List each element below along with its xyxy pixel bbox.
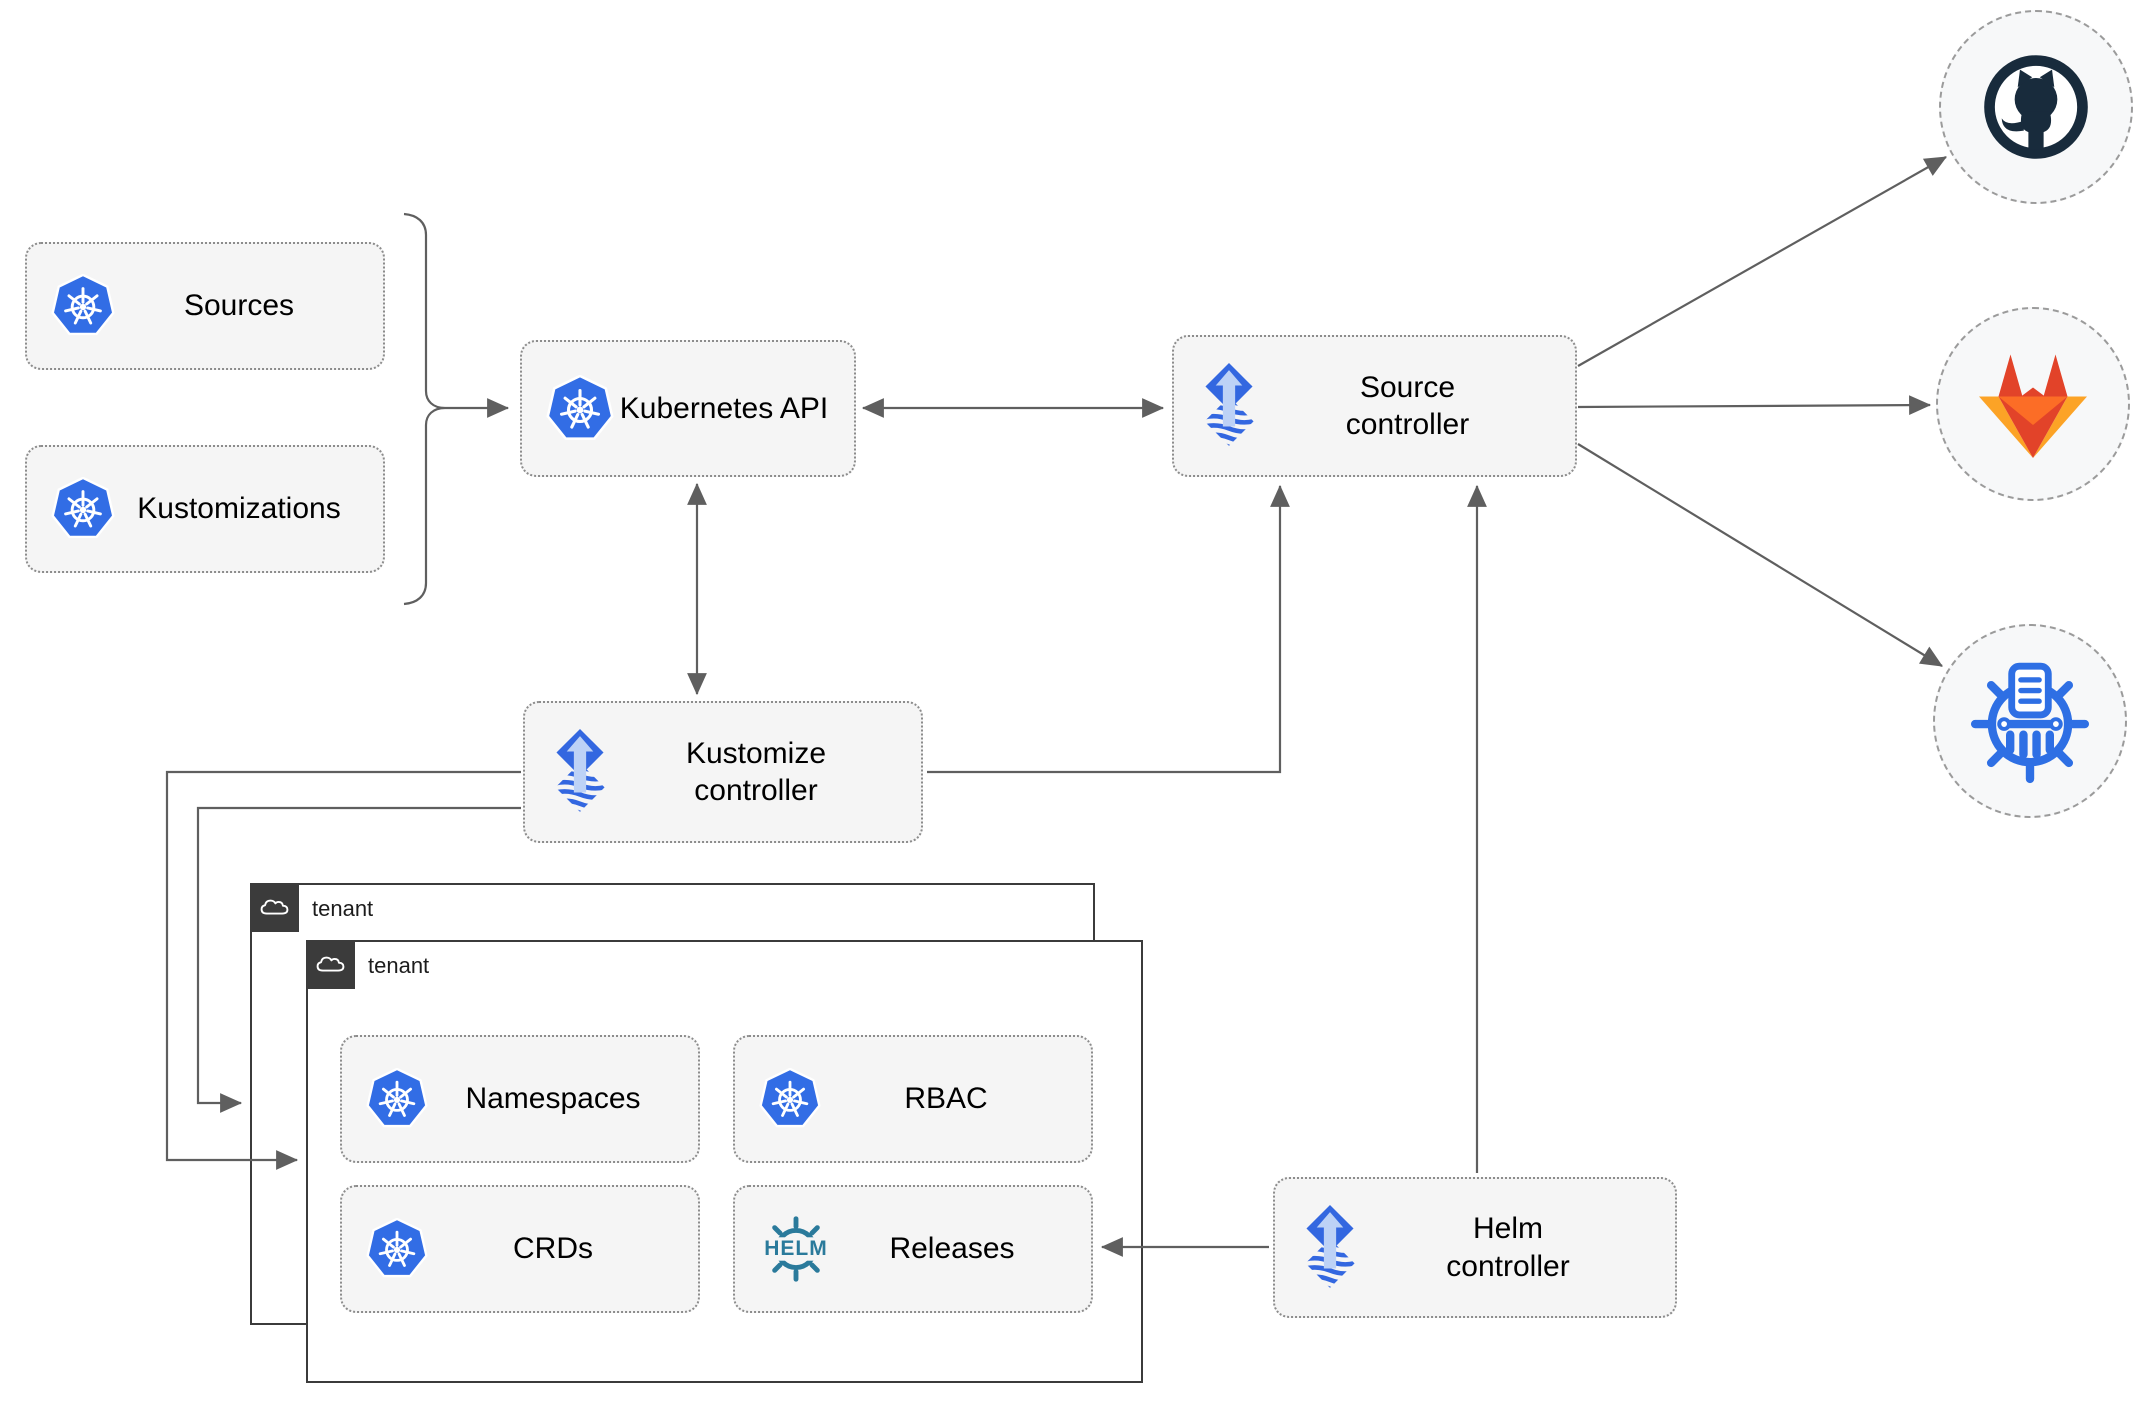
kubernetes-icon	[49, 477, 117, 541]
node-helm-controller: Helm controller	[1273, 1177, 1677, 1318]
connector-source-to-chartmuseum	[1577, 443, 1943, 667]
helm-icon: HELM	[757, 1210, 835, 1288]
node-sources: Sources	[25, 242, 385, 370]
node-label: Kustomizations	[137, 492, 341, 526]
cloud-icon	[315, 953, 346, 976]
github-icon	[1972, 43, 2100, 171]
node-label: Kubernetes API	[619, 391, 829, 425]
cloud-icon	[259, 896, 290, 919]
node-kubernetes-api: Kubernetes API	[520, 340, 856, 477]
node-label: Namespaces	[465, 1082, 641, 1116]
flux-icon	[1196, 362, 1262, 450]
node-source-controller: Source controller	[1172, 335, 1577, 477]
kubernetes-icon	[544, 375, 616, 443]
node-crds: CRDs	[340, 1185, 700, 1313]
connector-source-to-github	[1577, 156, 1947, 367]
node-label: Releases	[889, 1232, 1015, 1266]
node-namespaces: Namespaces	[340, 1035, 700, 1163]
kubernetes-icon	[364, 1218, 430, 1280]
endpoint-chartmuseum	[1933, 624, 2127, 818]
flux-icon	[1297, 1204, 1363, 1292]
connector-kustomize-to-source	[927, 484, 1290, 774]
node-label: CRDs	[513, 1232, 593, 1266]
connector-source-to-gitlab	[1577, 395, 1932, 416]
gitlab-icon	[1973, 344, 2093, 464]
helm-wordmark: HELM	[764, 1237, 828, 1260]
flux-icon	[547, 728, 613, 816]
node-label: RBAC	[904, 1082, 988, 1116]
node-kustomize-controller: Kustomize controller	[523, 701, 923, 843]
node-releases: HELM Releases	[733, 1185, 1093, 1313]
chartmuseum-icon	[1966, 657, 2094, 785]
node-label: Helm controller	[1446, 1212, 1570, 1283]
kubernetes-icon	[757, 1068, 823, 1130]
node-kustomizations: Kustomizations	[25, 445, 385, 573]
tenant-tab	[306, 940, 355, 989]
tenant-label: tenant	[368, 953, 430, 978]
bracket-sources-group	[403, 212, 446, 606]
kubernetes-icon	[49, 274, 117, 338]
node-label: Kustomize controller	[685, 736, 827, 808]
node-rbac: RBAC	[733, 1035, 1093, 1163]
endpoint-github	[1939, 10, 2133, 204]
tenant-tab	[250, 883, 299, 932]
endpoint-gitlab	[1936, 307, 2130, 501]
tenant-label: tenant	[312, 896, 374, 921]
node-label: Source controller	[1345, 370, 1470, 442]
node-label: Sources	[183, 289, 295, 323]
kubernetes-icon	[364, 1068, 430, 1130]
